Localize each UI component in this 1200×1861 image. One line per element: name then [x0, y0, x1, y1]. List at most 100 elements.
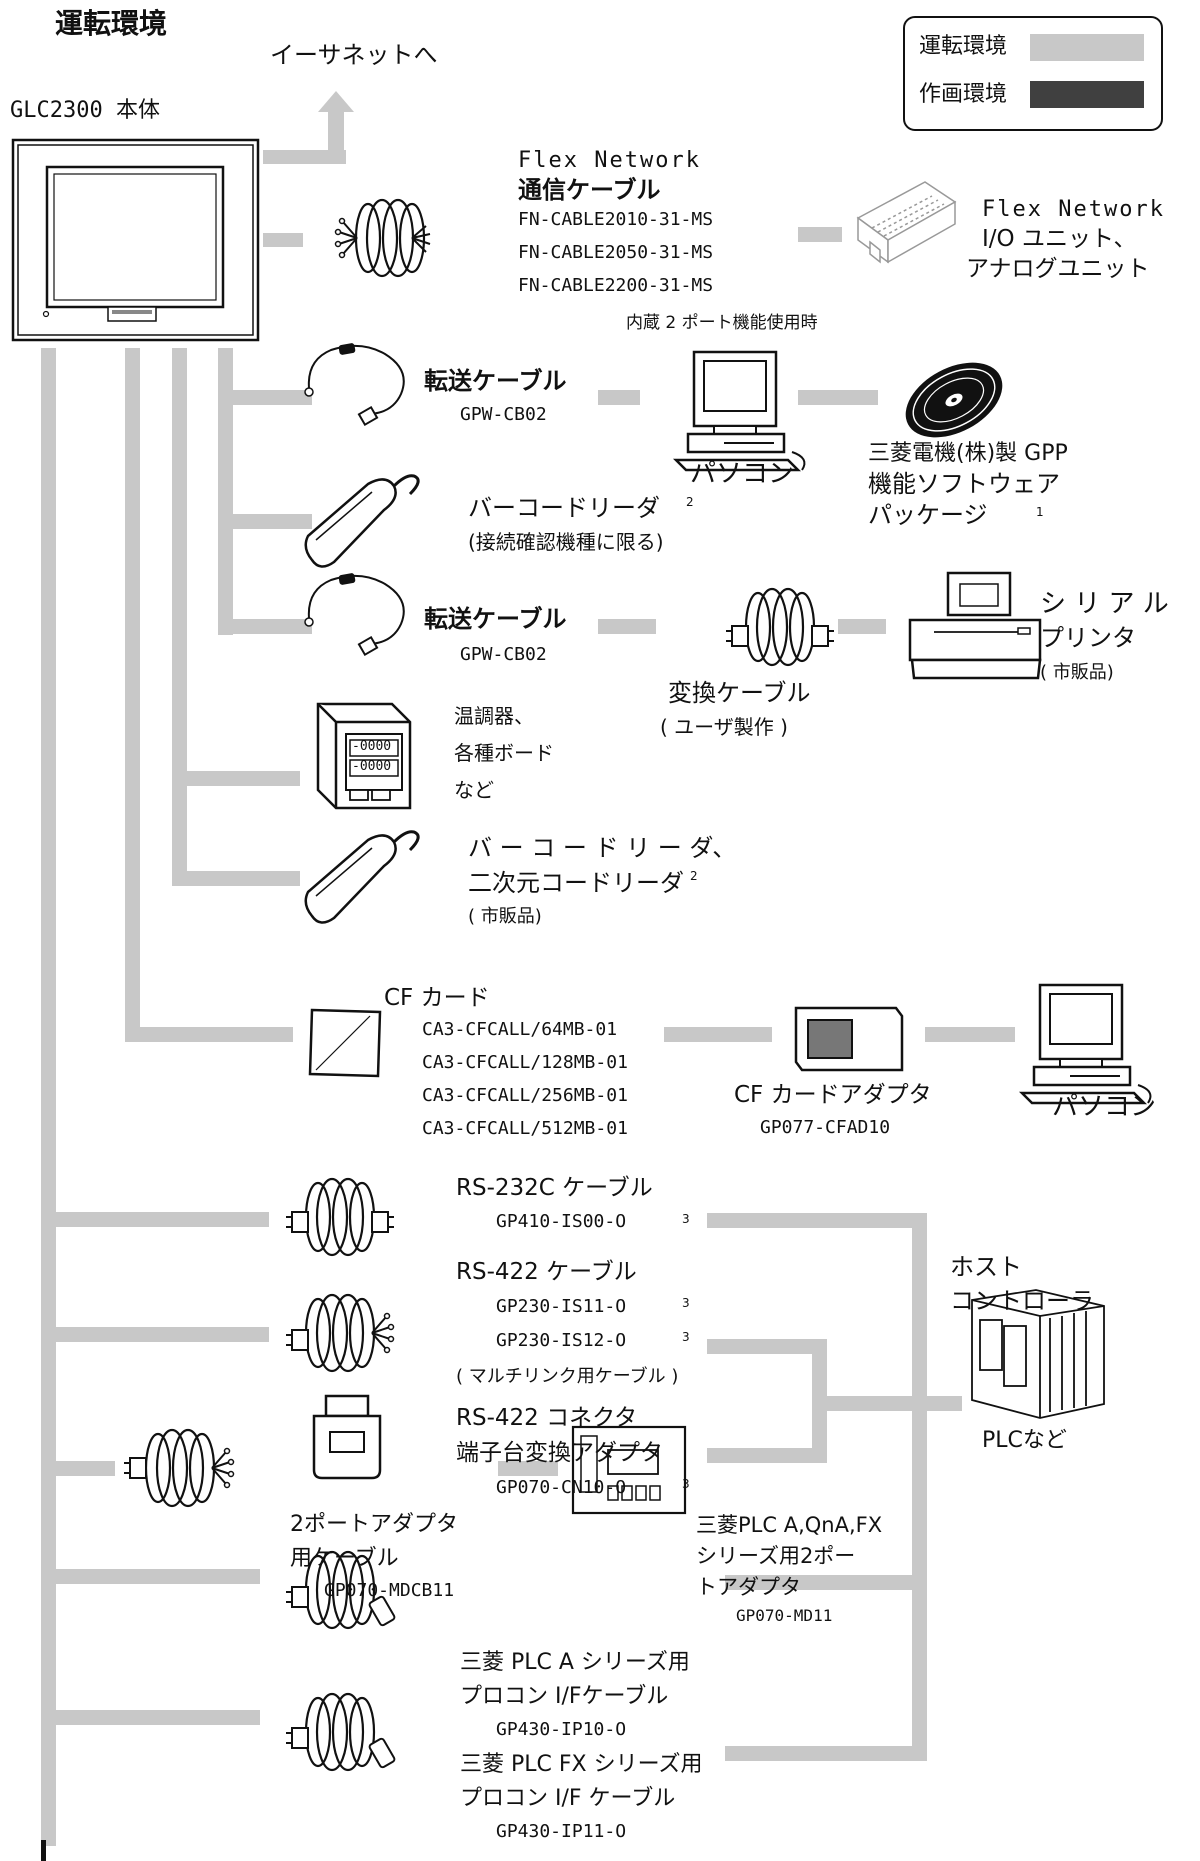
barcode-1-footnote: 2	[686, 495, 694, 509]
main-unit-label: GLC2300 本体	[10, 98, 160, 123]
procon-a-line-1: 三菱 PLC A シリーズ用	[460, 1650, 690, 1675]
transfer-cable-1-model: GPW-CB02	[460, 404, 547, 425]
rs232c-label: RS-232C ケーブル	[456, 1175, 653, 1201]
barcode-1-graphic	[304, 474, 420, 569]
conversion-cable-graphic	[725, 587, 835, 667]
pc-2-graphic	[1020, 983, 1152, 1105]
procon-a-cable-graphic	[285, 1550, 396, 1630]
flex-io-line-3: アナログユニット	[966, 256, 1150, 282]
cf-adapter-model: GP077-CFAD10	[760, 1117, 891, 1138]
cf-adapter-label: CF カードアダプタ	[734, 1082, 932, 1108]
procon-fx-cable-graphic	[285, 1692, 396, 1772]
rs422-connector-graphic	[312, 1394, 382, 1480]
cf-card-model-2: CA3-CFCALL/128MB-01	[422, 1052, 628, 1073]
rs422-cable-model-1: GP230-IS11-O	[496, 1296, 627, 1317]
two-port-adapter-model: GP070-MD11	[736, 1606, 833, 1625]
conversion-cable-note: ( ユーザ製作 )	[660, 715, 788, 739]
rs422-cable-model-2: GP230-IS12-O	[496, 1330, 627, 1351]
host-line-1: ホスト	[950, 1253, 1022, 1281]
temp-display-1: -0000	[352, 739, 392, 754]
printer-line-1: シ リ ア ル	[1040, 589, 1169, 619]
temp-display-2: -0000	[352, 759, 392, 774]
transfer-cable-1-label: 転送ケーブル	[424, 367, 567, 395]
conversion-cable-label: 変換ケーブル	[668, 679, 811, 707]
printer-note: ( 市販品)	[1040, 662, 1114, 683]
procon-a-line-2: プロコン I/Fケーブル	[460, 1684, 669, 1709]
barcode-2-graphic	[304, 830, 420, 925]
legend-swatch-operating	[1030, 34, 1144, 61]
legend-label-drawing: 作画環境	[919, 82, 1008, 107]
diagram-title: 運転環境	[55, 7, 168, 40]
flex-io-line-1: Flex Network	[982, 197, 1165, 222]
rs422-connector-model: GP070-CN10-O	[496, 1477, 627, 1498]
cf-card-graphic	[308, 1008, 382, 1078]
two-port-cable-line-2: 用ケーブル	[290, 1546, 399, 1571]
barcode-2-footnote: 2	[690, 869, 698, 883]
gpp-line-1: 三菱電機(株)製 GPP	[868, 441, 1068, 466]
rs422-connector-line-2: 端子台変換アダプタ	[456, 1440, 663, 1466]
transfer-cable-2-model: GPW-CB02	[460, 644, 547, 665]
legend-label-operating: 運転環境	[919, 34, 1008, 59]
pc-1-graphic	[674, 350, 806, 472]
gpp-line-3: パッケージ	[868, 501, 988, 529]
procon-fx-line-2: プロコン I/F ケーブル	[460, 1786, 676, 1811]
rs232c-cable-graphic	[285, 1177, 395, 1257]
gpp-line-2: 機能ソフトウェア	[868, 470, 1060, 498]
transfer-cable-2-label: 転送ケーブル	[424, 605, 567, 633]
cf-card-model-3: CA3-CFCALL/256MB-01	[422, 1085, 628, 1106]
two-port-adapter-graphic	[571, 1425, 687, 1515]
two-port-adapter-line-1: 三菱PLC A,QnA,FX	[696, 1513, 883, 1537]
rs422-cable-note: ( マルチリンク用ケーブル )	[456, 1366, 679, 1387]
flex-cable-model-1: FN-CABLE2010-31-MS	[518, 209, 714, 230]
barcode-2-note: ( 市販品)	[468, 906, 542, 927]
cf-adapter-graphic	[794, 1006, 904, 1072]
flex-cable-coil	[334, 198, 431, 278]
two-port-cable-model: GP070-MDCB11	[324, 1580, 455, 1601]
rs232c-footnote: 3	[682, 1212, 690, 1226]
two-port-adapter-line-2: シリーズ用2ポー	[696, 1544, 856, 1568]
flex-cable-model-3: FN-CABLE2200-31-MS	[518, 275, 714, 296]
procon-a-model: GP430-IP10-O	[496, 1719, 627, 1740]
rs422-cable-footnote-2: 3	[682, 1330, 690, 1344]
temp-controller-display	[349, 739, 399, 777]
flex-cable-title-2: 通信ケーブル	[518, 176, 661, 204]
printer-graphic	[908, 571, 1042, 680]
barcode-2-line-2: 二次元コードリーダ	[468, 869, 684, 897]
pc-1-label: パソコン	[690, 459, 795, 489]
two-port-cable-graphic	[123, 1428, 235, 1508]
temp-line-1: 温調器、	[454, 704, 534, 728]
temp-line-3: など	[454, 778, 494, 802]
rs422-connector-footnote: 3	[682, 1477, 690, 1491]
cf-card-label: CF カード	[384, 985, 490, 1011]
pc-2-label: パソコン	[1052, 1092, 1157, 1122]
ethernet-label: イーサネットへ	[270, 41, 438, 69]
temp-line-2: 各種ボード	[454, 741, 554, 765]
barcode-2-line-1: バ ー コ ー ド リ ー ダ、	[468, 834, 737, 862]
flex-cable-title-1: Flex Network	[518, 148, 701, 173]
gpp-footnote: 1	[1036, 505, 1044, 519]
procon-fx-line-1: 三菱 PLC FX シリーズ用	[460, 1752, 703, 1777]
rs422-cable-label: RS-422 ケーブル	[456, 1259, 637, 1285]
printer-line-2: プリンタ	[1040, 624, 1136, 652]
host-line-2: コントローラ	[950, 1287, 1094, 1315]
cf-card-model-4: CA3-CFCALL/512MB-01	[422, 1118, 628, 1139]
rs422-cable-graphic	[285, 1293, 395, 1373]
flex-io-line-2: I/O ユニット、	[982, 226, 1137, 252]
two-port-cable-line-1: 2ポートアダプタ	[290, 1512, 458, 1537]
rs422-cable-footnote-1: 3	[682, 1296, 690, 1310]
two-port-adapter-line-3: トアダプタ	[696, 1575, 801, 1599]
builtin-2port-note: 内蔵 2 ポート機能使用時	[626, 313, 818, 333]
flex-io-unit-graphic	[856, 181, 957, 264]
legend-swatch-drawing	[1030, 81, 1144, 108]
cf-card-model-1: CA3-CFCALL/64MB-01	[422, 1019, 618, 1040]
rs232c-model: GP410-IS00-O	[496, 1211, 627, 1232]
barcode-1-label: バーコードリーダ	[468, 494, 660, 522]
main-unit-graphic	[11, 138, 260, 342]
rs422-connector-line-1: RS-422 コネクタ	[456, 1405, 638, 1431]
plc-label: PLCなど	[982, 1428, 1067, 1453]
plc-rack-graphic	[971, 1289, 1105, 1419]
flex-cable-model-2: FN-CABLE2050-31-MS	[518, 242, 714, 263]
barcode-1-note: (接続確認機種に限る)	[468, 530, 664, 554]
